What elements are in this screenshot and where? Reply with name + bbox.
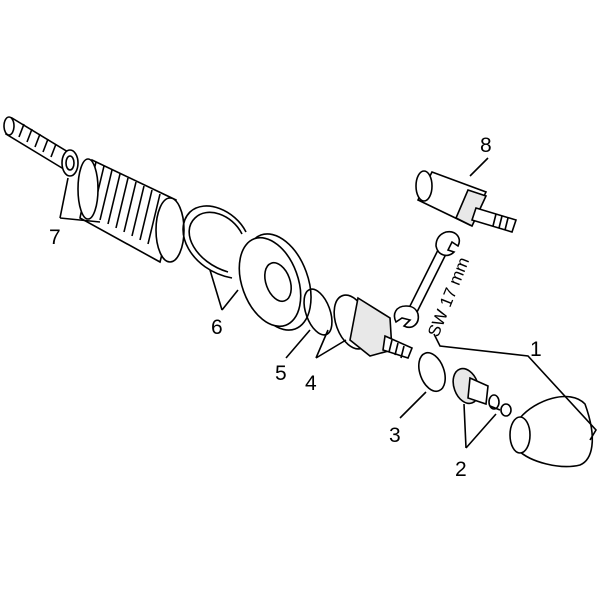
- label-4: 4: [305, 372, 317, 395]
- part-4-cartridge: [333, 294, 414, 359]
- part-6-clip-ring: [182, 205, 247, 279]
- handle-face: [509, 416, 531, 454]
- label-7: 7: [49, 226, 61, 249]
- wrench-icon: [393, 230, 461, 329]
- label-8: 8: [480, 134, 492, 157]
- part-6-rosette: [238, 233, 312, 331]
- part-7-short-extension: [3, 116, 79, 177]
- part-7-long-extension: [77, 158, 185, 264]
- leader-lines: [59, 157, 597, 449]
- label-5: 5: [275, 362, 287, 385]
- label-1: 1: [530, 338, 542, 361]
- part-3-ring: [418, 351, 446, 393]
- label-3: 3: [389, 424, 401, 447]
- label-2: 2: [455, 458, 467, 481]
- part-2-screw: [489, 403, 512, 417]
- label-6: 6: [211, 316, 223, 339]
- part-8-spindle-extension: [415, 170, 518, 233]
- part-2-adapter: [452, 367, 500, 410]
